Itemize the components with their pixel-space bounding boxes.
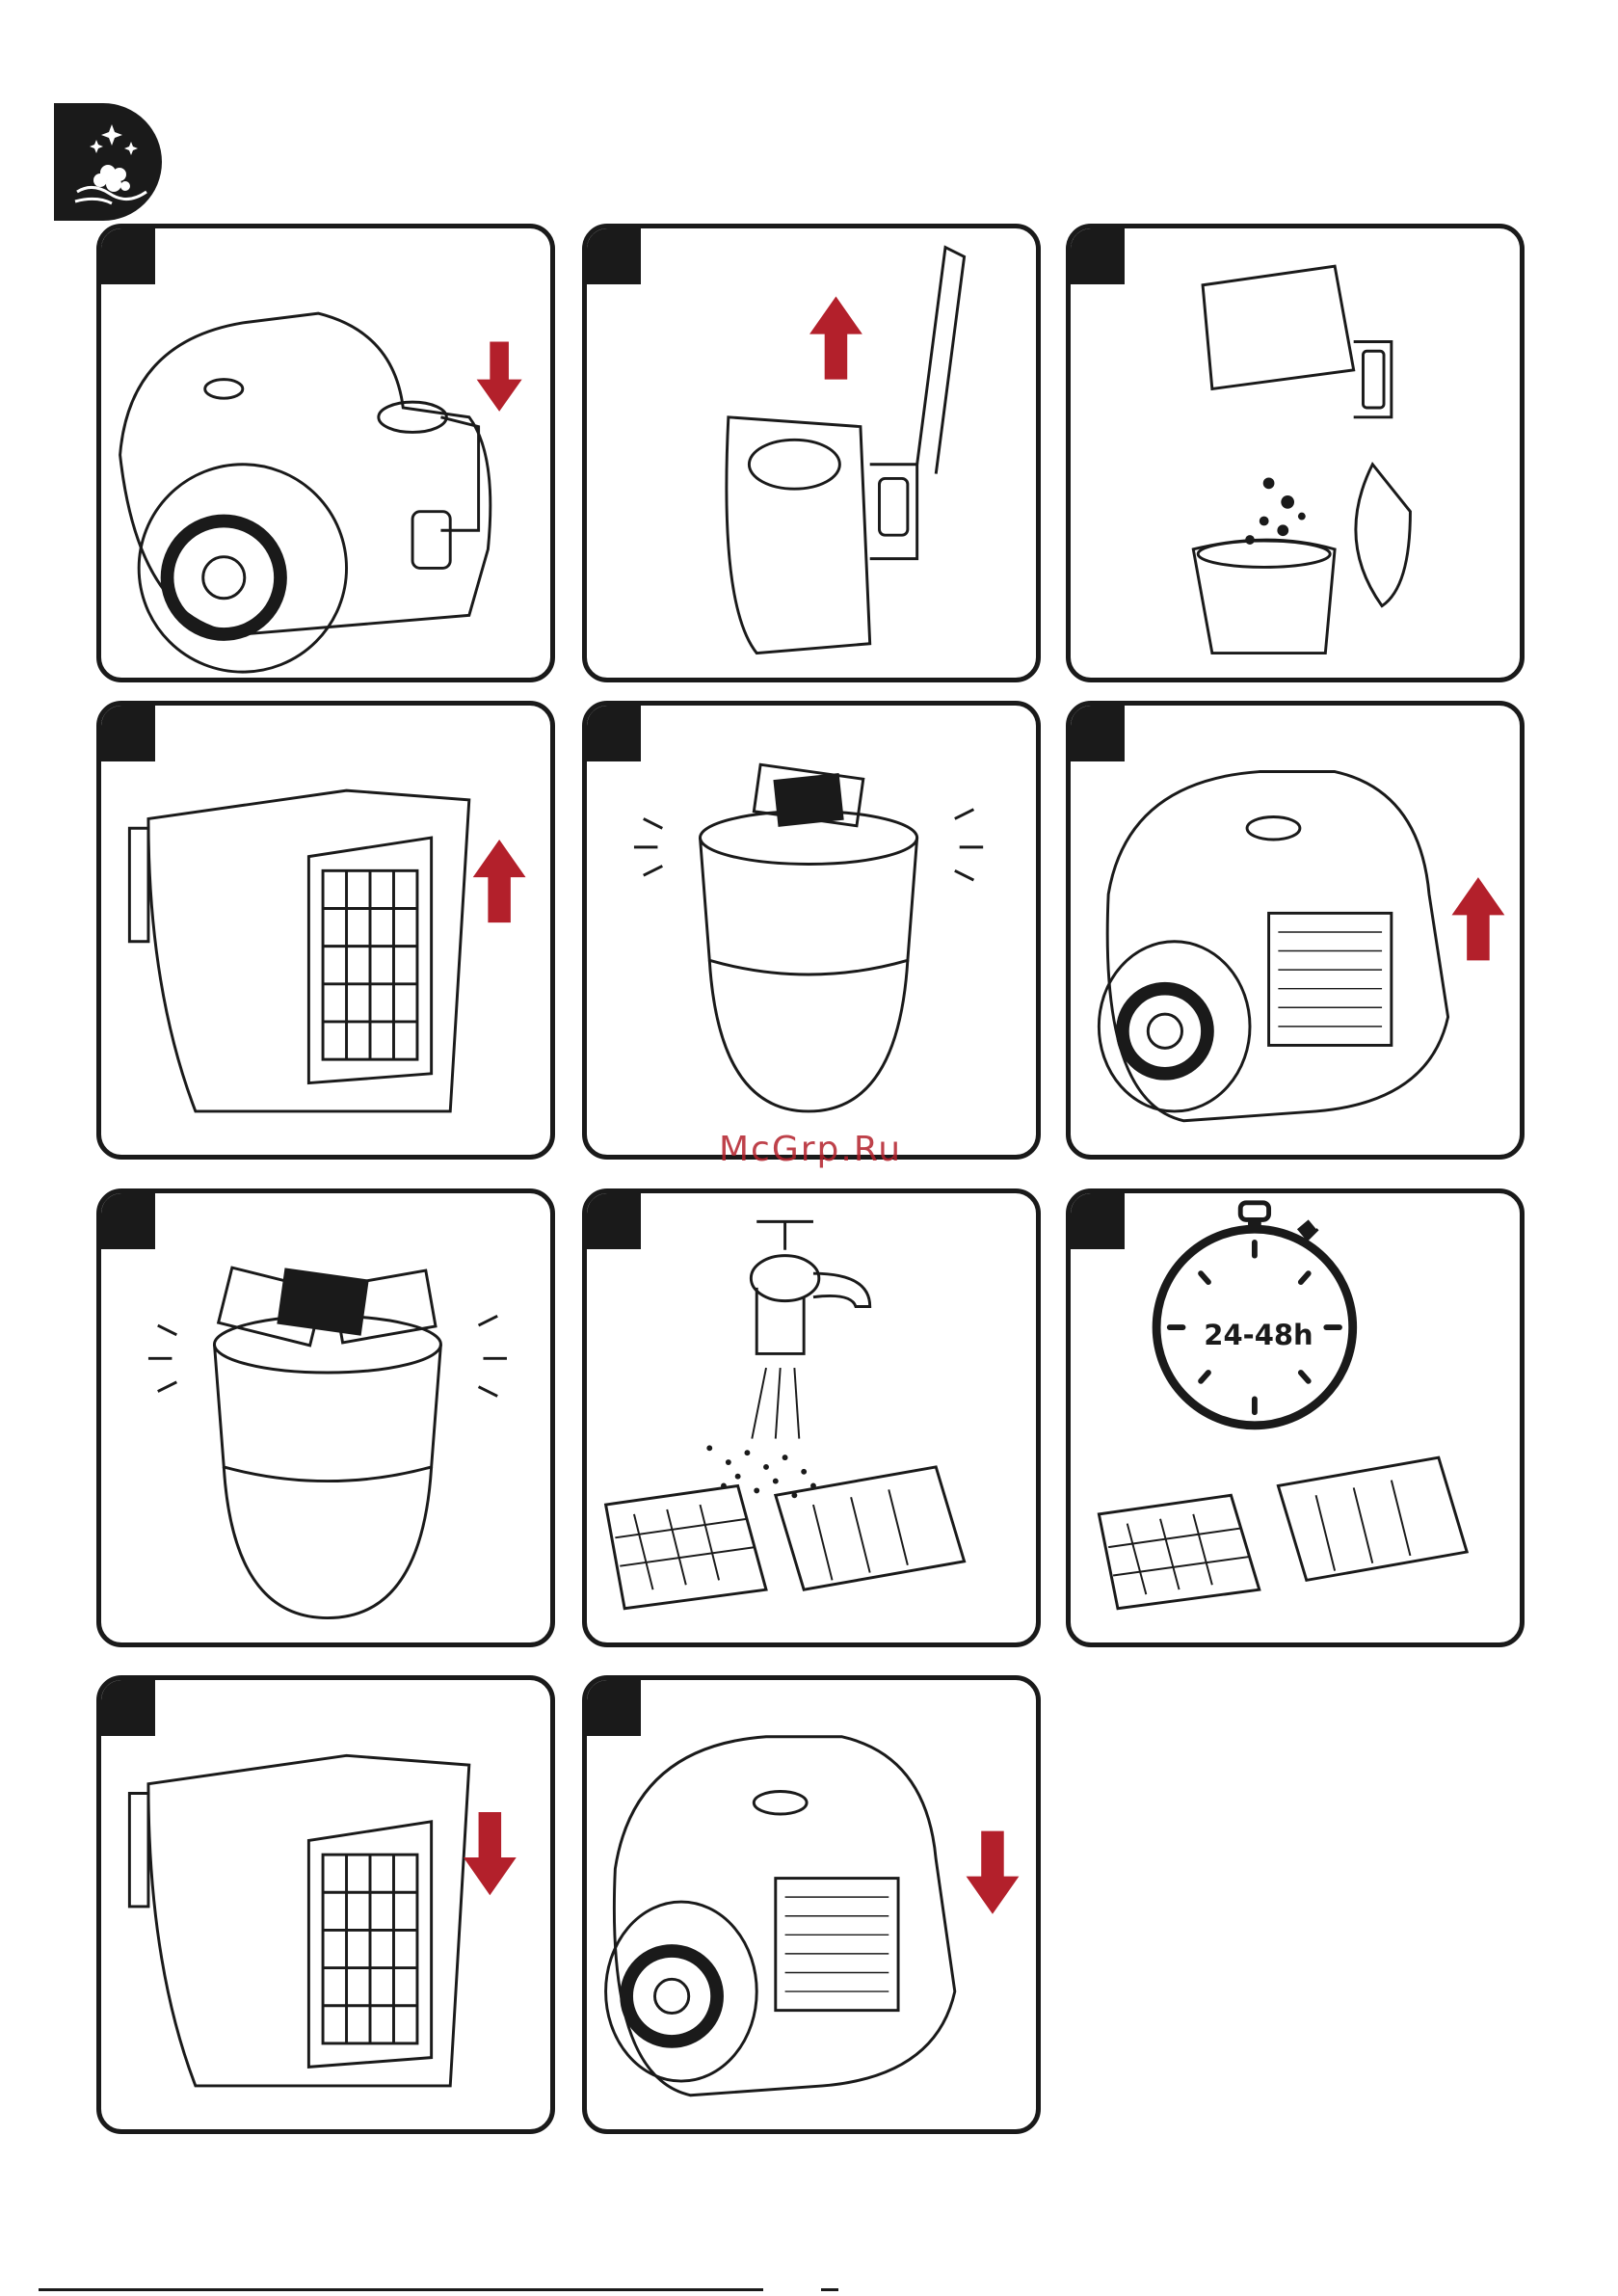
step-panel-10 — [96, 1675, 555, 2134]
tap-exhaust-filter-illustration — [101, 1193, 550, 1642]
step-panel-9: 24-48h — [1066, 1188, 1525, 1647]
arrow-down-icon — [477, 341, 522, 411]
cleaning-sparkle-icon — [54, 103, 162, 221]
step-panel-11 — [582, 1675, 1041, 2134]
stopwatch-icon — [1156, 1203, 1353, 1426]
section-badge — [54, 103, 162, 221]
arrow-up-icon — [809, 296, 862, 379]
dry-filters-illustration — [1071, 1193, 1520, 1642]
arrow-down-icon — [464, 1812, 517, 1895]
step-panel-5 — [582, 701, 1041, 1160]
tap-filter-illustration — [587, 706, 1036, 1155]
step-panel-8 — [582, 1188, 1041, 1647]
footer-mark — [821, 2288, 838, 2291]
filter-remove-illustration — [101, 706, 550, 1155]
step-panel-4 — [96, 701, 555, 1160]
watermark: McGrp.Ru — [719, 1130, 902, 1169]
step-panel-1 — [96, 224, 555, 682]
step-panel-2 — [582, 224, 1041, 682]
exhaust-filter-illustration — [1071, 706, 1520, 1155]
step-panel-3 — [1066, 224, 1525, 682]
rinse-filters-illustration — [587, 1193, 1036, 1642]
container-lift-illustration — [587, 228, 1036, 678]
step-panel-6 — [1066, 701, 1525, 1160]
arrow-up-icon — [1452, 877, 1505, 960]
arrow-up-icon — [473, 840, 526, 922]
empty-bin-illustration — [1071, 228, 1520, 678]
timer-label: 24-48h — [1196, 1319, 1321, 1351]
vacuum-illustration — [101, 228, 550, 678]
filter-insert-illustration — [101, 1680, 550, 2129]
step-panel-7 — [96, 1188, 555, 1647]
footer-divider — [39, 2288, 763, 2291]
arrow-down-icon — [967, 1831, 1020, 1914]
exhaust-filter-insert-illustration — [587, 1680, 1036, 2129]
